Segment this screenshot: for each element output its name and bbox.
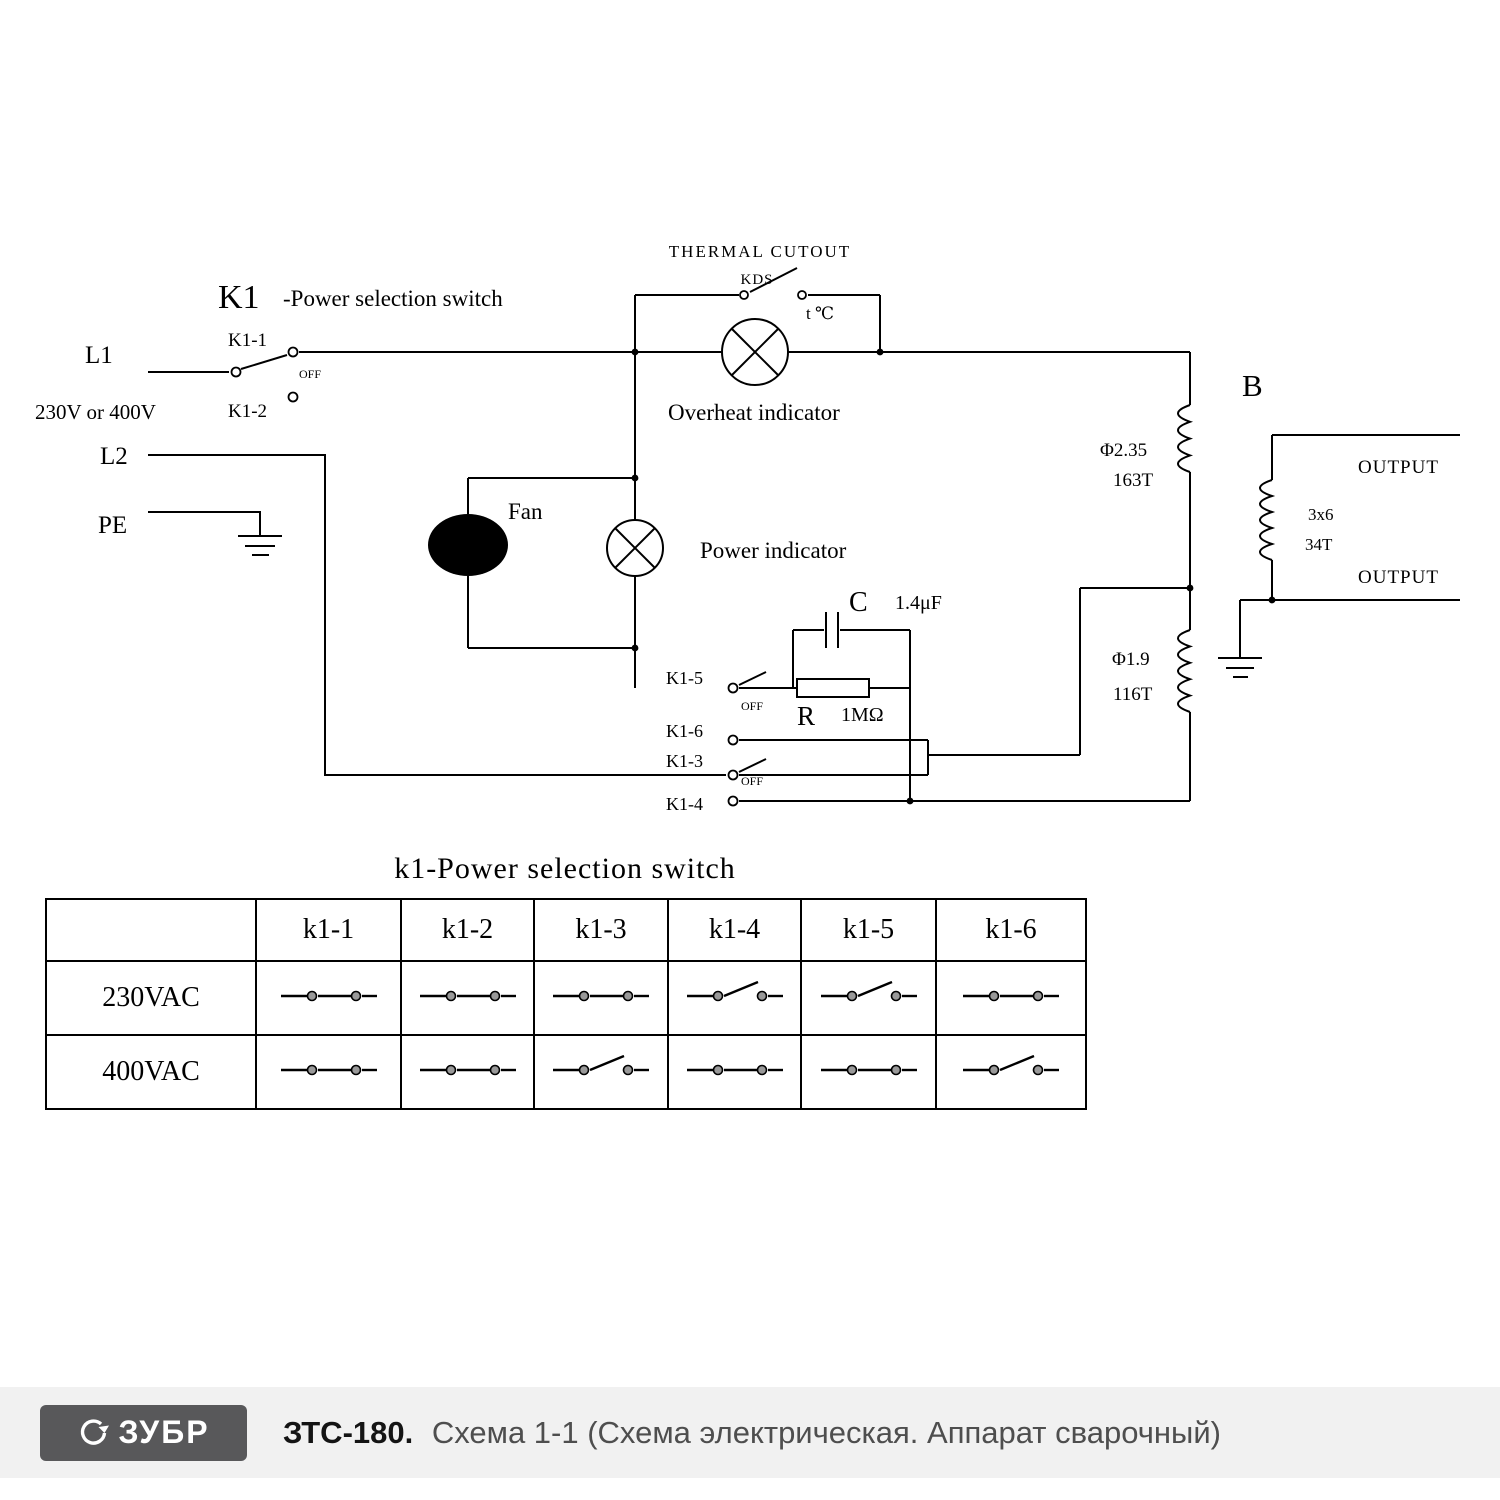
wire-l1-input [148,346,299,403]
k1-2-label: K1-2 [228,401,267,422]
overheat-indicator-label: Overheat indicator [668,400,840,425]
output-label-bottom: OUTPUT [1358,567,1439,588]
capacitor-label: C [849,587,868,618]
contact-k1-5 [727,671,793,694]
k1-5-label: K1-5 [666,668,703,688]
secondary-turns: 34T [1305,535,1333,554]
corner-cell [45,898,257,962]
switch-cell [667,960,802,1036]
col-header-k1-6: k1-6 [935,898,1087,962]
switch-symbol [280,1064,377,1075]
winding1-diameter: Φ2.35 [1100,440,1147,461]
k1-6-label: K1-6 [666,721,703,741]
k1-4-label: K1-4 [666,794,703,814]
row-header-400vac: 400VAC [45,1034,257,1110]
switch-cell [533,960,669,1036]
voltage-label: 230V or 400V [35,400,156,424]
switch-symbol [553,990,649,1001]
switch-symbol [686,1064,783,1075]
power-selection-table: k1-1 k1-2 k1-3 k1-4 k1-5 k1-6 230VAC 400… [45,898,1087,1110]
temperature-label: t ℃ [806,304,834,323]
output-label-top: OUTPUT [1358,457,1439,478]
contact-k1-4 [727,795,1190,807]
switch-cell [255,960,402,1036]
wire-l2-input [148,454,726,776]
switch-cell [800,960,937,1036]
contact-k1-3 [727,758,928,781]
wire-mid-tap [927,587,1190,775]
resistor-label: R [797,701,815,731]
switch-cell [255,1034,402,1110]
winding1-turns: 163T [1113,470,1154,491]
thermal-cutout-switch [634,267,881,352]
row-header-230vac: 230VAC [45,960,257,1036]
switch-symbol [686,980,783,1001]
switch-cell [800,1034,937,1110]
col-header-k1-4: k1-4 [667,898,802,962]
table-title: k1-Power selection switch [394,852,736,885]
kds-label: KDS [740,272,773,288]
footer-bar: ЗУБР ЗТС-180. Схема 1-1 (Схема электриче… [0,1387,1500,1478]
switch-symbol [963,990,1059,1001]
contact-k1-6 [727,734,928,746]
l1-label: L1 [85,342,113,369]
model-number: ЗТС-180. [283,1414,414,1450]
circuit-diagram: THERMAL CUTOUT KDS t ℃ K1 -Power selecti… [35,242,1460,814]
l2-label: L2 [100,443,128,470]
winding2-turns: 116T [1113,684,1153,705]
overheat-indicator-lamp [721,318,789,386]
col-header-k1-5: k1-5 [800,898,937,962]
switch-cell [935,960,1087,1036]
col-header-k1-1: k1-1 [255,898,402,962]
power-indicator-label: Power indicator [700,538,847,563]
junction-dots [631,348,1276,805]
k1-1-label: K1-1 [228,330,267,351]
off-label-bottom: OFF [741,774,763,788]
switch-symbol [419,1064,516,1075]
k1-3-label: K1-3 [666,751,703,771]
capacitor-value: 1.4μF [895,592,942,614]
transformer-primary [1177,352,1194,801]
switch-cell [533,1034,669,1110]
rc-network [792,612,911,801]
fan-motor [428,477,635,649]
schema-caption: Схема 1-1 (Схема электрическая. Аппарат … [431,1414,1221,1450]
switch-symbol [280,990,377,1001]
off-label-mid: OFF [741,699,763,713]
fan-label: Fan [508,499,543,524]
k1-description: -Power selection switch [283,286,503,311]
col-header-k1-2: k1-2 [400,898,535,962]
transformer-label: B [1242,368,1263,403]
switch-symbol [963,1054,1059,1075]
pe-ground-symbol [148,511,282,556]
transformer-secondary [1240,434,1460,601]
k1-title: K1 [218,279,260,316]
switch-symbol [419,990,516,1001]
zubr-logo: ЗУБР [40,1404,247,1461]
thermal-cutout-label: THERMAL CUTOUT [669,242,851,261]
switch-cell [935,1034,1087,1110]
switch-symbol [820,980,917,1001]
switch-symbol [553,1054,649,1075]
resistor-value: 1MΩ [841,704,884,726]
winding2-diameter: Φ1.9 [1112,649,1150,670]
off-label-top: OFF [299,367,321,381]
power-indicator-lamp [606,519,664,577]
switch-cell [400,960,535,1036]
pe-label: PE [98,512,127,539]
col-header-k1-3: k1-3 [533,898,669,962]
switch-cell [400,1034,535,1110]
footer-caption: ЗТС-180. Схема 1-1 (Схема электрическая.… [283,1415,1221,1451]
zubr-logo-icon [81,1418,110,1445]
switch-symbol [820,1064,917,1075]
secondary-ground-symbol [1218,600,1262,678]
secondary-wire-size: 3x6 [1308,505,1334,524]
zubr-logo-text: ЗУБР [118,1414,210,1450]
switch-cell [667,1034,802,1110]
